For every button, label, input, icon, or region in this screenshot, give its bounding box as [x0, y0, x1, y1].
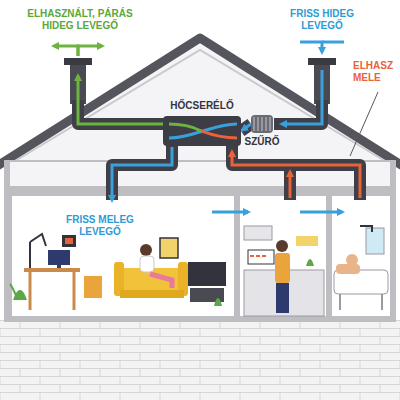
exhaust-arrow: [54, 46, 78, 56]
airflow-arrow: [212, 211, 248, 214]
air-label: ELHASZ MELE: [353, 60, 397, 84]
brick-foundation: [0, 320, 400, 400]
heat-exchanger: HŐCSERÉLŐ: [163, 116, 241, 146]
air-label: ELHASZNÁLT, PÁRÁS HIDEG LEVEGŐ: [18, 8, 142, 32]
kitchen: [240, 196, 326, 316]
exhaust-flow: [78, 76, 164, 124]
living-room-scene: [10, 234, 226, 310]
extract-flow: [232, 152, 360, 198]
attic: [6, 44, 394, 162]
duct-connector: [241, 124, 251, 131]
air-label: FRISS HIDEG LEVEGŐ: [277, 8, 367, 32]
air-label: FRISS MELEG LEVEGŐ: [58, 214, 142, 238]
bathroom-scene: [334, 226, 388, 310]
supply-flow: [112, 147, 172, 200]
intake-flow: [282, 70, 322, 124]
living-room: [12, 196, 234, 316]
roof-inner: [10, 50, 390, 164]
leader-line: [350, 92, 378, 156]
intake-arrow: [322, 41, 344, 44]
intake-arrow: [300, 42, 322, 52]
kitchen-scene: [244, 226, 324, 316]
airflow-arrow: [300, 211, 342, 214]
exhaust-arrow: [78, 46, 102, 56]
extract-flow: [289, 172, 292, 198]
house-walls: [4, 160, 396, 322]
heat-exchanger-detail: [163, 116, 241, 146]
chimney-cap: [64, 58, 92, 65]
chimney-cap: [308, 58, 336, 65]
roof: [0, 38, 400, 168]
bathroom: [332, 196, 390, 316]
filter: SZŰRŐ: [251, 115, 273, 133]
component-label: SZŰRŐ: [245, 136, 280, 148]
ducts: [78, 100, 360, 200]
component-label: HŐCSERÉLŐ: [170, 100, 233, 112]
filter-detail: [251, 115, 273, 133]
